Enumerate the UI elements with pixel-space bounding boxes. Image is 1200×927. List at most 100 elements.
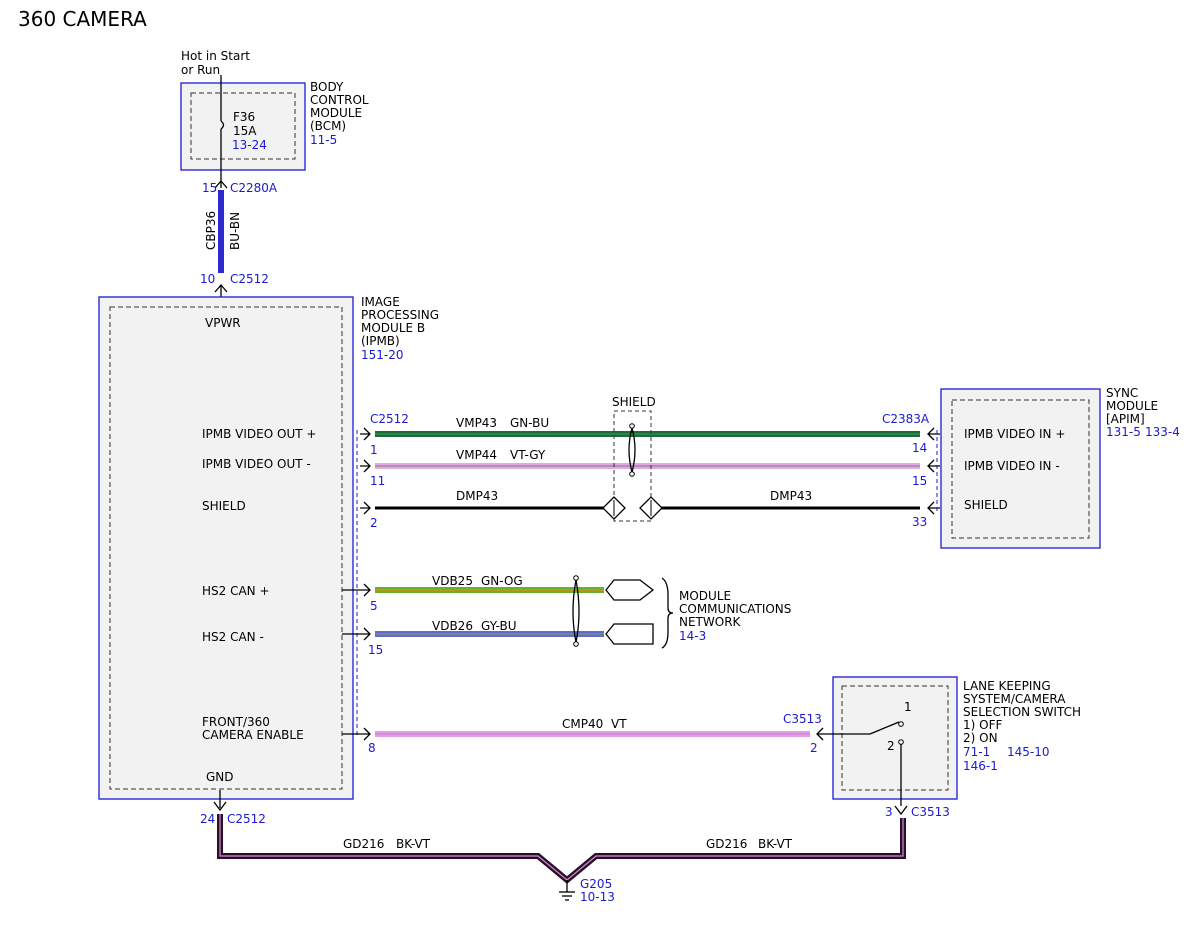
cmp40-color: VT [611,717,627,731]
vmp44-color: VT-GY [510,448,546,462]
ipmb-name-1: IMAGE [361,295,400,309]
ipmb-name-4: (IPMB) [361,334,400,348]
ipmb-video-connector: C2512 [370,412,409,426]
can-minus-connector [605,623,654,645]
ipmb-pin-video-out-minus: IPMB VIDEO OUT - [202,457,311,471]
sync-ref-2: 133-4 [1145,425,1180,439]
ipmb-pin-camera-enable-1: FRONT/360 [202,715,270,729]
bcm-supply-line-1: Hot in Start [181,49,250,63]
sync-name-3: [APIM] [1106,412,1145,426]
switch-ref-3: 146-1 [963,759,998,773]
selection-switch: 1 2 LANE KEEPING SYSTEM/CAMERA SELECTION… [828,676,1081,806]
ipmb-pin-camera-enable-2: CAMERA ENABLE [202,728,304,742]
switch-pos-1: 1 [904,700,912,714]
ipmb-name-2: PROCESSING [361,308,439,322]
switch-connector: C3513 [783,712,822,726]
vmp44-left-pin: 11 [370,474,385,488]
gnd-right-connector: C3513 [911,805,950,819]
ground-id: G205 [580,877,612,891]
ground-symbol [559,891,575,901]
sync-name-1: SYNC [1106,386,1138,400]
ipmb-pin-gnd: GND [206,770,234,784]
ipmb-name-3: MODULE B [361,321,425,335]
gd216-left-color: BK-VT [396,837,431,851]
power-top-pin: 15 [202,181,217,195]
vmp44-right-pin: 15 [912,474,927,488]
switch-pos-2: 2 [887,739,895,753]
sync-connector: C2383A [882,412,930,426]
vdb25-pin: 5 [370,599,378,613]
network-name-2: COMMUNICATIONS [679,602,791,616]
switch-name-3: SELECTION SWITCH [963,705,1081,719]
video-wires: SHIELD VMP43 GN-BU VMP44 VT-GY DMP43 DMP… [360,395,940,530]
can-twist-symbol [572,579,580,643]
wire-gd216 [217,814,906,884]
gd216-right-color: BK-VT [758,837,793,851]
dmp43-right-pin: 33 [912,515,927,529]
shield-box [613,410,652,522]
cmp40-left-pin: 8 [368,741,376,755]
sync-ref-1: 131-5 [1106,425,1141,439]
bcm-name-2: CONTROL [310,93,369,107]
enable-wire: CMP40 VT 8 2 C3513 [342,712,828,755]
dmp43-right-circuit: DMP43 [770,489,812,503]
vdb26-pin: 15 [368,643,383,657]
vdb25-circuit: VDB25 [432,574,473,588]
gnd-left-pin: 24 [200,812,215,826]
fuse-ref: 13-24 [232,138,267,152]
fuse-id: F36 [233,110,255,124]
fuse-rating: 15A [233,124,257,138]
vdb26-circuit: VDB26 [432,619,473,633]
vmp43-color: GN-BU [510,416,549,430]
ipmb-module: VPWR IPMB VIDEO OUT + IPMB VIDEO OUT - S… [98,295,439,800]
power-bottom-pin: 10 [200,272,215,286]
switch-ref-2: 145-10 [1007,745,1050,759]
ipmb-pin-video-out-plus: IPMB VIDEO OUT + [202,427,316,441]
bcm-name-3: MODULE [310,106,362,120]
vmp44-circuit: VMP44 [456,448,497,462]
power-color: BU-BN [228,212,242,250]
power-circuit: CBP36 [204,211,218,250]
network-brace [661,577,674,649]
gd216-right-circuit: GD216 [706,837,747,851]
dmp43-left-pin: 2 [370,516,378,530]
cmp40-right-pin: 2 [810,741,818,755]
bcm-ref: 11-5 [310,133,337,147]
gnd-left-connector: C2512 [227,812,266,826]
switch-ref-1: 71-1 [963,745,990,759]
switch-blade [869,721,900,735]
ipmb-ref: 151-20 [361,348,404,362]
ground-wires: 24 C2512 3 C3513 GD216 BK-VT GD216 BK-VT… [200,790,950,904]
fuse-symbol [220,120,225,130]
network-name-3: NETWORK [679,615,742,629]
page-title: 360 CAMERA [18,7,147,31]
bcm-module: Hot in Start or Run F36 15A 13-24 BODY C… [180,49,369,188]
shield-label: SHIELD [612,395,656,409]
ipmb-pin-shield: SHIELD [202,499,246,513]
can-wires: VDB25 GN-OG VDB26 GY-BU 5 15 MODULE COMM… [342,574,791,657]
can-plus-connector [605,579,655,601]
vdb26-color: GY-BU [481,619,517,633]
switch-state-off: 1) OFF [963,718,1002,732]
cmp40-circuit: CMP40 [562,717,603,731]
power-bottom-connector: C2512 [230,272,269,286]
bcm-name-4: (BCM) [310,119,346,133]
ipmb-pin-vpwr: VPWR [205,316,241,330]
sync-module: IPMB VIDEO IN + IPMB VIDEO IN - SHIELD S… [936,386,1180,549]
switch-name-2: SYSTEM/CAMERA [963,692,1066,706]
ipmb-pin-hs2-can-minus: HS2 CAN - [202,630,264,644]
network-ref: 14-3 [679,629,706,643]
sync-pin-shield: SHIELD [964,498,1008,512]
gnd-right-pin: 3 [885,805,893,819]
power-top-connector: C2280A [230,181,278,195]
ground-ref: 10-13 [580,890,615,904]
switch-contact-1 [898,721,904,727]
sync-pin-video-in-minus: IPMB VIDEO IN - [964,459,1060,473]
sync-name-2: MODULE [1106,399,1158,413]
bcm-supply-line-2: or Run [181,63,220,77]
power-wire: 15 C2280A CBP36 BU-BN 10 C2512 [200,180,278,297]
switch-state-on: 2) ON [963,731,998,745]
vmp43-left-pin: 1 [370,443,378,457]
bcm-name-1: BODY [310,80,344,94]
